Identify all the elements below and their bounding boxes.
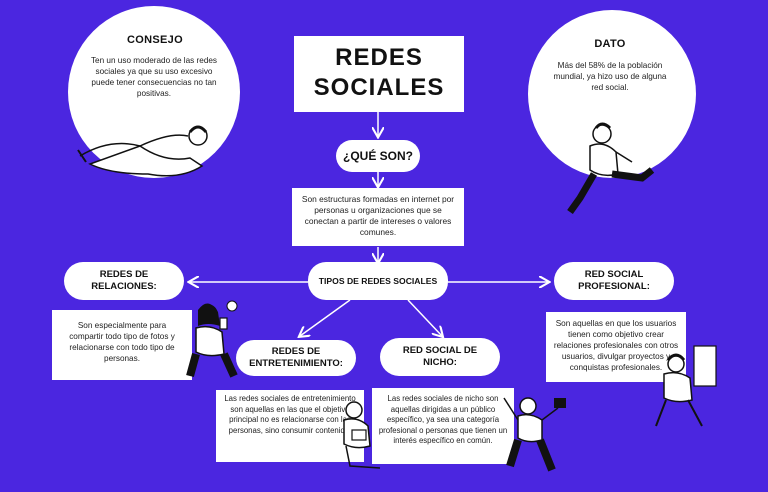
nicho-heading-pill: RED SOCIAL DE NICHO: [380, 338, 500, 376]
profesional-card: Son aquellas en que los usuarios tienen … [546, 312, 686, 382]
consejo-circle [68, 6, 240, 178]
person-presenting-illustration [655, 345, 717, 427]
entretenimiento-card: Las redes sociales de entretenimiento so… [216, 390, 364, 462]
question-pill: ¿QUÉ SON? [336, 140, 420, 172]
person-running-illustration [567, 122, 655, 215]
nicho-heading-line-1: RED SOCIAL DE [402, 345, 478, 356]
consejo-text: Ten un uso moderado de las redes sociale… [90, 56, 218, 98]
tipos-pill: TIPOS DE REDES SOCIALES [308, 262, 448, 300]
nicho-heading-line-2: NICHO: [423, 357, 457, 368]
entretenimiento-heading-pill: REDES DE ENTRETENIMIENTO: [236, 340, 356, 376]
dato-text: Más del 58% de la población mundial, ya … [553, 61, 667, 92]
dato-heading: DATO [594, 38, 626, 50]
consejo-heading: CONSEJO [127, 34, 183, 46]
person-jumping-illustration [503, 397, 566, 472]
relaciones-heading-line-1: REDES DE [99, 269, 149, 280]
relaciones-heading-line-2: RELACIONES: [91, 281, 157, 292]
person-phone-illustration [186, 300, 238, 378]
profesional-heading-pill: RED SOCIAL PROFESIONAL: [554, 262, 674, 300]
arrow-to-nicho [407, 299, 442, 336]
definition-card: Son estructuras formadas en internet por… [292, 188, 464, 246]
entretenimiento-heading-line-2: ENTRETENIMIENTO: [249, 358, 343, 369]
person-tablet-illustration [343, 401, 381, 469]
person-lying-illustration [77, 125, 208, 177]
title-line-1: REDES [335, 44, 423, 71]
entretenimiento-heading-line-1: REDES DE [271, 346, 321, 357]
relaciones-heading-pill: REDES DE RELACIONES: [64, 262, 184, 300]
title-line-2: SOCIALES [313, 74, 445, 101]
profesional-heading-line-2: PROFESIONAL: [578, 281, 650, 292]
relaciones-card: Son especialmente para compartir todo ti… [52, 310, 192, 380]
arrow-to-entretenimiento [300, 299, 351, 336]
title-card: REDES SOCIALES [294, 36, 464, 112]
nicho-card: Las redes sociales de nicho son aquellas… [372, 388, 514, 464]
profesional-heading-line-1: RED SOCIAL [584, 269, 644, 280]
